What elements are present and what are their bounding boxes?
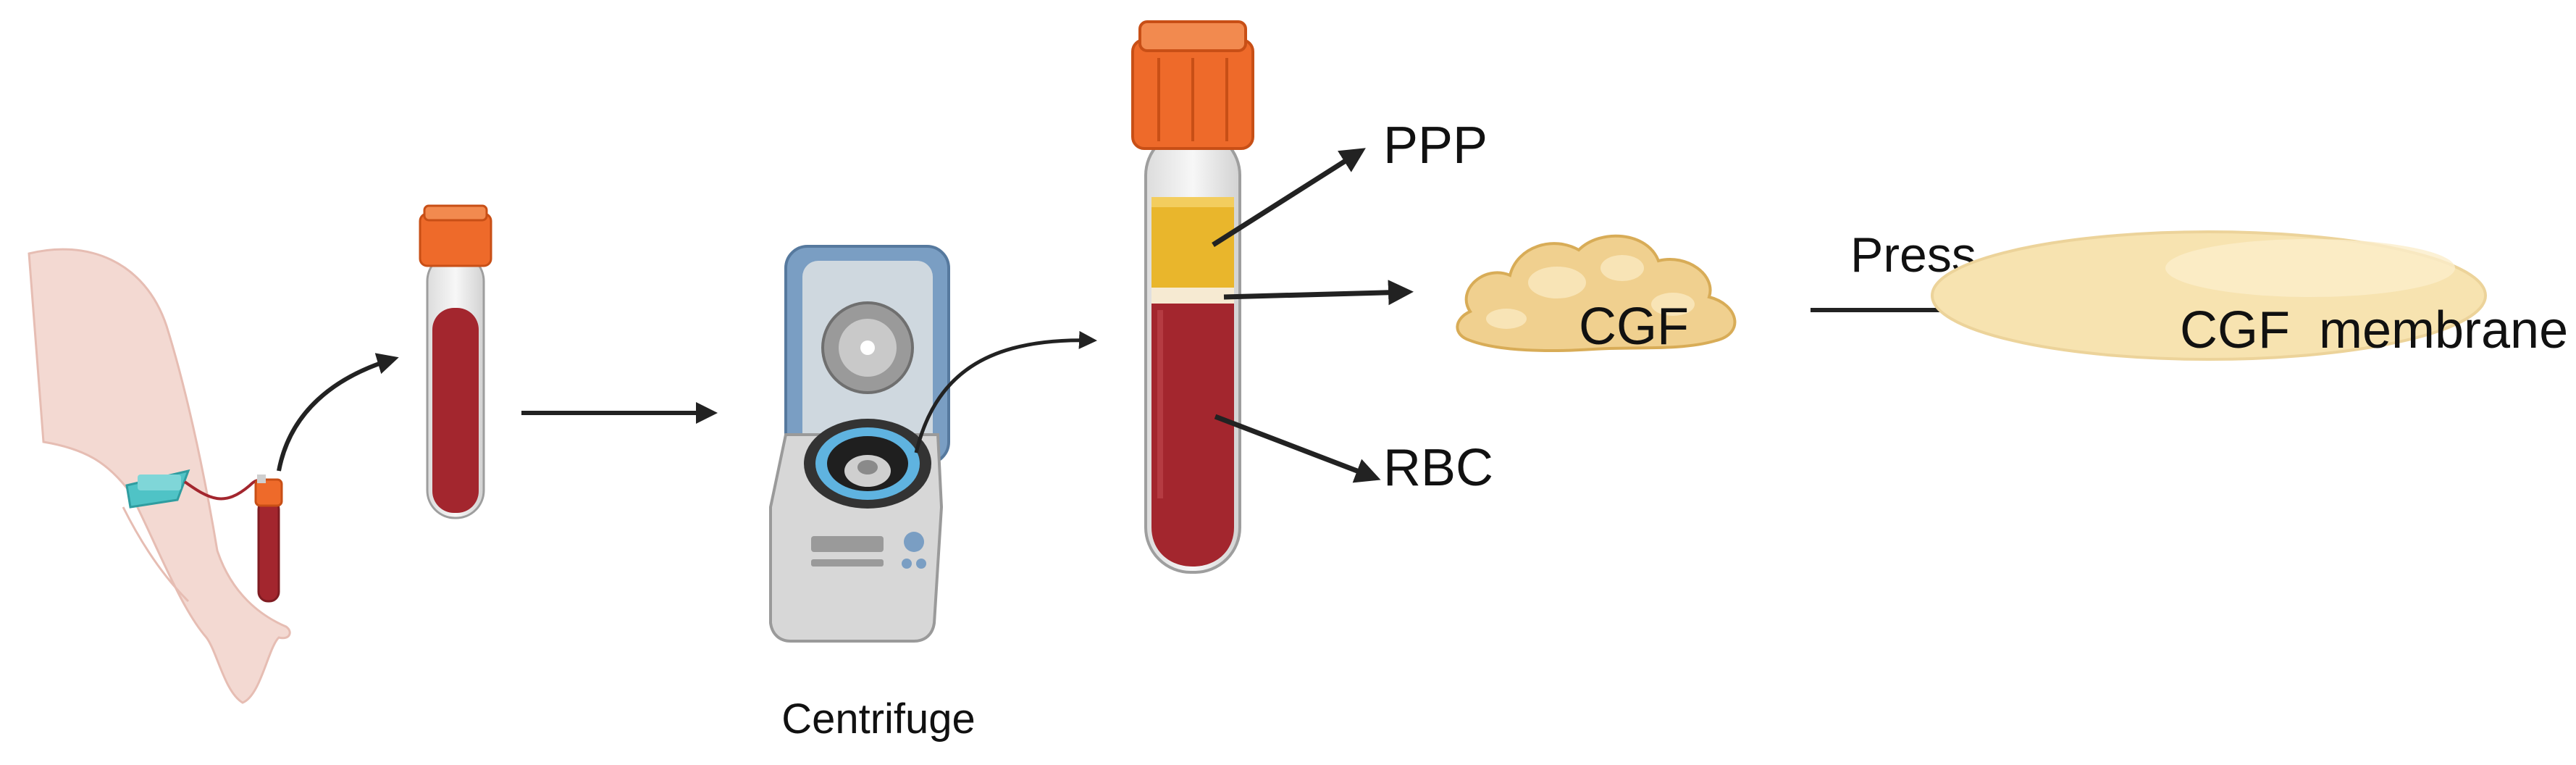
arrow-to-rbc xyxy=(1214,414,1381,483)
small-collection-tube xyxy=(254,475,283,603)
arrow-draw-to-tube xyxy=(277,353,399,472)
arrow-to-cgf xyxy=(1223,280,1414,306)
arm-blood-draw-illustration xyxy=(28,248,291,704)
buffy-coat-cgf-layer xyxy=(1151,288,1234,304)
arrow-to-ppp xyxy=(1212,148,1366,247)
ppp-label: PPP xyxy=(1383,117,1488,175)
cgf-label: CGF xyxy=(1579,298,1689,356)
cgf-membrane-illustration xyxy=(1931,230,2487,361)
butterfly-needle-icon xyxy=(125,469,190,509)
rbc-label: RBC xyxy=(1383,439,1493,497)
centrifuge-illustration xyxy=(769,245,950,643)
blood-collection-tube xyxy=(419,204,492,519)
arm-crease xyxy=(122,506,190,603)
cgf-membrane-label: CGF membrane xyxy=(2180,301,2568,359)
centrifuge-label: Centrifuge xyxy=(781,695,976,743)
arrow-centrifuge-to-separated-tube xyxy=(914,330,1097,453)
cgf-clot-illustration xyxy=(1456,234,1737,352)
rbc-layer xyxy=(1151,304,1234,567)
